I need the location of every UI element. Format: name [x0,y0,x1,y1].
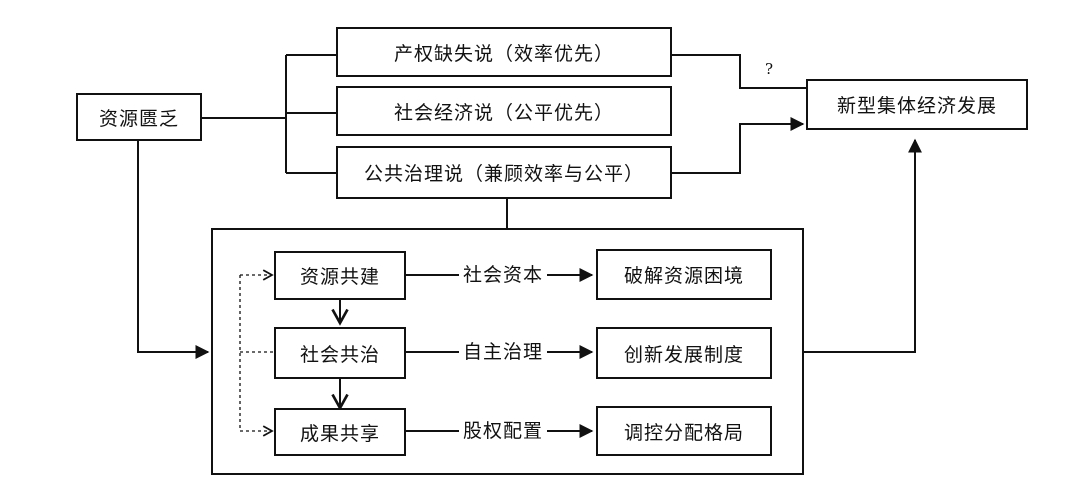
source-node: 资源匮乏 [76,93,202,141]
theory-node-property-rights: 产权缺失说（效率优先） [336,27,672,77]
target-node: 新型集体经济发展 [806,79,1028,130]
outcome-node-distribution-pattern: 调控分配格局 [596,406,772,456]
mechanism-label-social-capital: 社会资本 [459,263,548,287]
stage-node-co-governance: 社会共治 [274,327,406,379]
outcome-node-institutional-innovation: 创新发展制度 [596,327,772,379]
stage-node-co-construction: 资源共建 [274,251,406,300]
stage-node-benefit-sharing: 成果共享 [274,408,406,456]
mechanism-label-self-governance: 自主治理 [459,340,548,364]
arrow-source-to-container [137,140,210,359]
arrow-public-governance-to-target [672,117,805,174]
mechanism-label-equity-allocation: 股权配置 [459,419,548,443]
theory-node-social-economy: 社会经济说（公平优先） [336,86,672,136]
connector-property-rights-to-target [672,54,806,89]
arrow-container-to-target [803,138,922,353]
question-mark: ? [765,60,774,78]
theory-node-public-governance: 公共治理说（兼顾效率与公平） [336,146,672,199]
outcome-node-resource-dilemma: 破解资源困境 [596,249,772,300]
